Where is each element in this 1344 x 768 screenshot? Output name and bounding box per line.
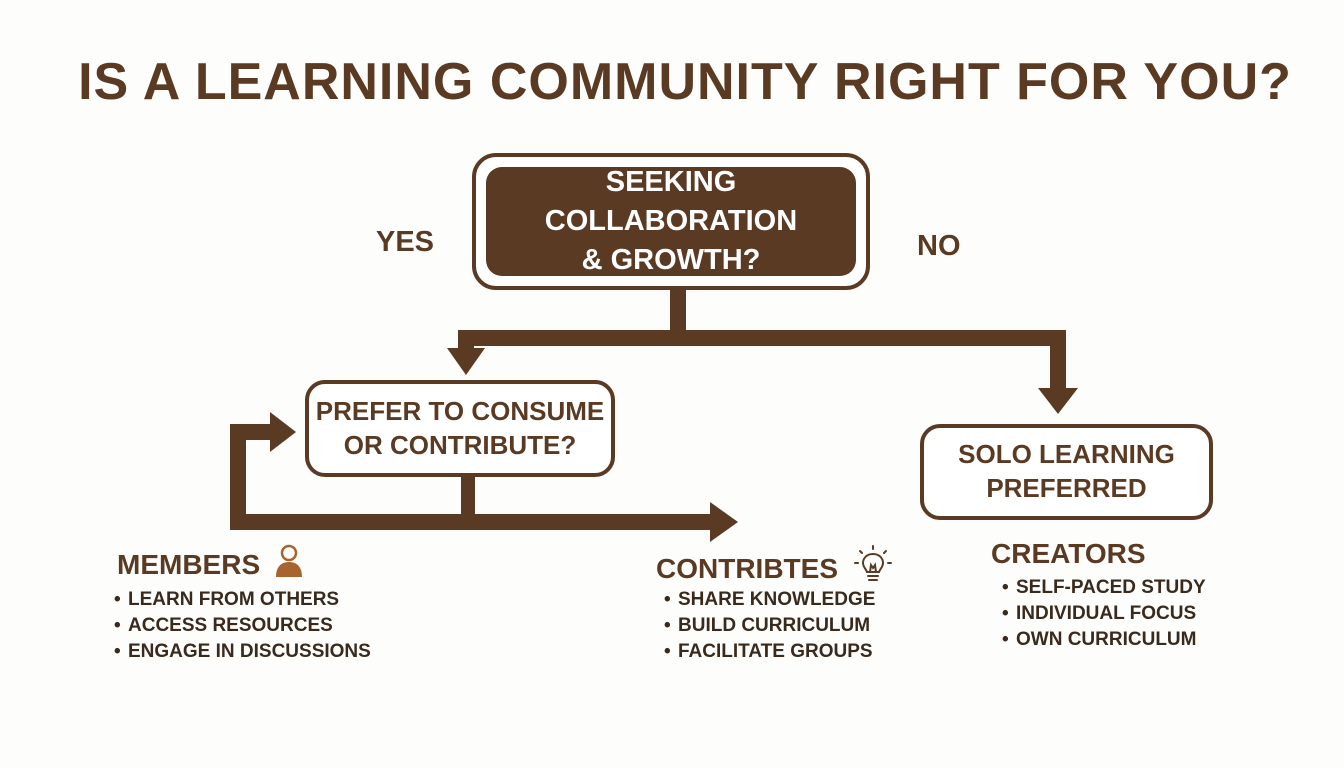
contributes-list: SHARE KNOWLEDGE BUILD CURRICULUM FACILIT… bbox=[664, 587, 875, 665]
connector-yes-drop bbox=[458, 330, 474, 350]
arrowhead-loop bbox=[270, 412, 296, 452]
members-heading-row: MEMBERS bbox=[117, 544, 304, 585]
no-label: NO bbox=[917, 230, 961, 262]
question-line-2: & GROWTH? bbox=[581, 244, 761, 277]
diagram-title: IS A LEARNING COMMUNITY RIGHT FOR YOU? bbox=[78, 53, 1292, 111]
list-item: LEARN FROM OTHERS bbox=[114, 587, 371, 613]
members-heading: MEMBERS bbox=[117, 548, 261, 580]
arrowhead-yes bbox=[447, 348, 485, 375]
connector-consume-stem bbox=[461, 477, 475, 523]
connector-split-bar bbox=[458, 330, 1066, 346]
creators-list: SELF-PACED STUDY INDIVIDUAL FOCUS OWN CU… bbox=[1002, 575, 1206, 653]
list-item: SHARE KNOWLEDGE bbox=[664, 587, 875, 613]
connector-no-drop bbox=[1050, 330, 1066, 390]
contributes-heading: CONTRIBTES bbox=[656, 552, 838, 584]
solo-line-2: PREFERRED bbox=[986, 473, 1147, 503]
creators-heading: CREATORS bbox=[991, 538, 1146, 569]
connector-loop-vertical bbox=[230, 424, 246, 530]
question-box-inner: SEEKING COLLABORATION & GROWTH? bbox=[486, 166, 856, 276]
connector-bottom-bar bbox=[230, 514, 712, 530]
lightbulb-icon bbox=[852, 544, 894, 593]
arrowhead-contribute bbox=[710, 502, 738, 542]
contributes-heading-row: CONTRIBTES bbox=[656, 544, 894, 593]
solo-learning-box: SOLO LEARNING PREFERRED bbox=[920, 424, 1213, 520]
connector-question-stem bbox=[670, 290, 686, 334]
list-item: OWN CURRICULUM bbox=[1002, 627, 1206, 653]
consume-line-1: PREFER TO CONSUME bbox=[315, 395, 605, 426]
consume-contribute-box: PREFER TO CONSUME OR CONTRIBUTE? bbox=[305, 380, 615, 477]
members-list: LEARN FROM OTHERS ACCESS RESOURCES ENGAG… bbox=[114, 587, 371, 665]
person-icon bbox=[274, 544, 304, 585]
list-item: INDIVIDUAL FOCUS bbox=[1002, 601, 1206, 627]
creators-heading-row: CREATORS bbox=[991, 538, 1146, 570]
list-item: ENGAGE IN DISCUSSIONS bbox=[114, 639, 371, 665]
yes-label: YES bbox=[376, 226, 435, 258]
connector-loop-top bbox=[230, 424, 274, 440]
question-box: SEEKING COLLABORATION & GROWTH? bbox=[472, 153, 870, 290]
arrowhead-no bbox=[1038, 388, 1078, 414]
consume-line-2: OR CONTRIBUTE? bbox=[343, 429, 577, 460]
list-item: BUILD CURRICULUM bbox=[664, 613, 875, 639]
list-item: SELF-PACED STUDY bbox=[1002, 575, 1206, 601]
question-line-1: SEEKING COLLABORATION bbox=[544, 165, 798, 237]
solo-line-1: SOLO LEARNING bbox=[958, 439, 1175, 470]
list-item: FACILITATE GROUPS bbox=[664, 639, 875, 665]
list-item: ACCESS RESOURCES bbox=[114, 613, 371, 639]
